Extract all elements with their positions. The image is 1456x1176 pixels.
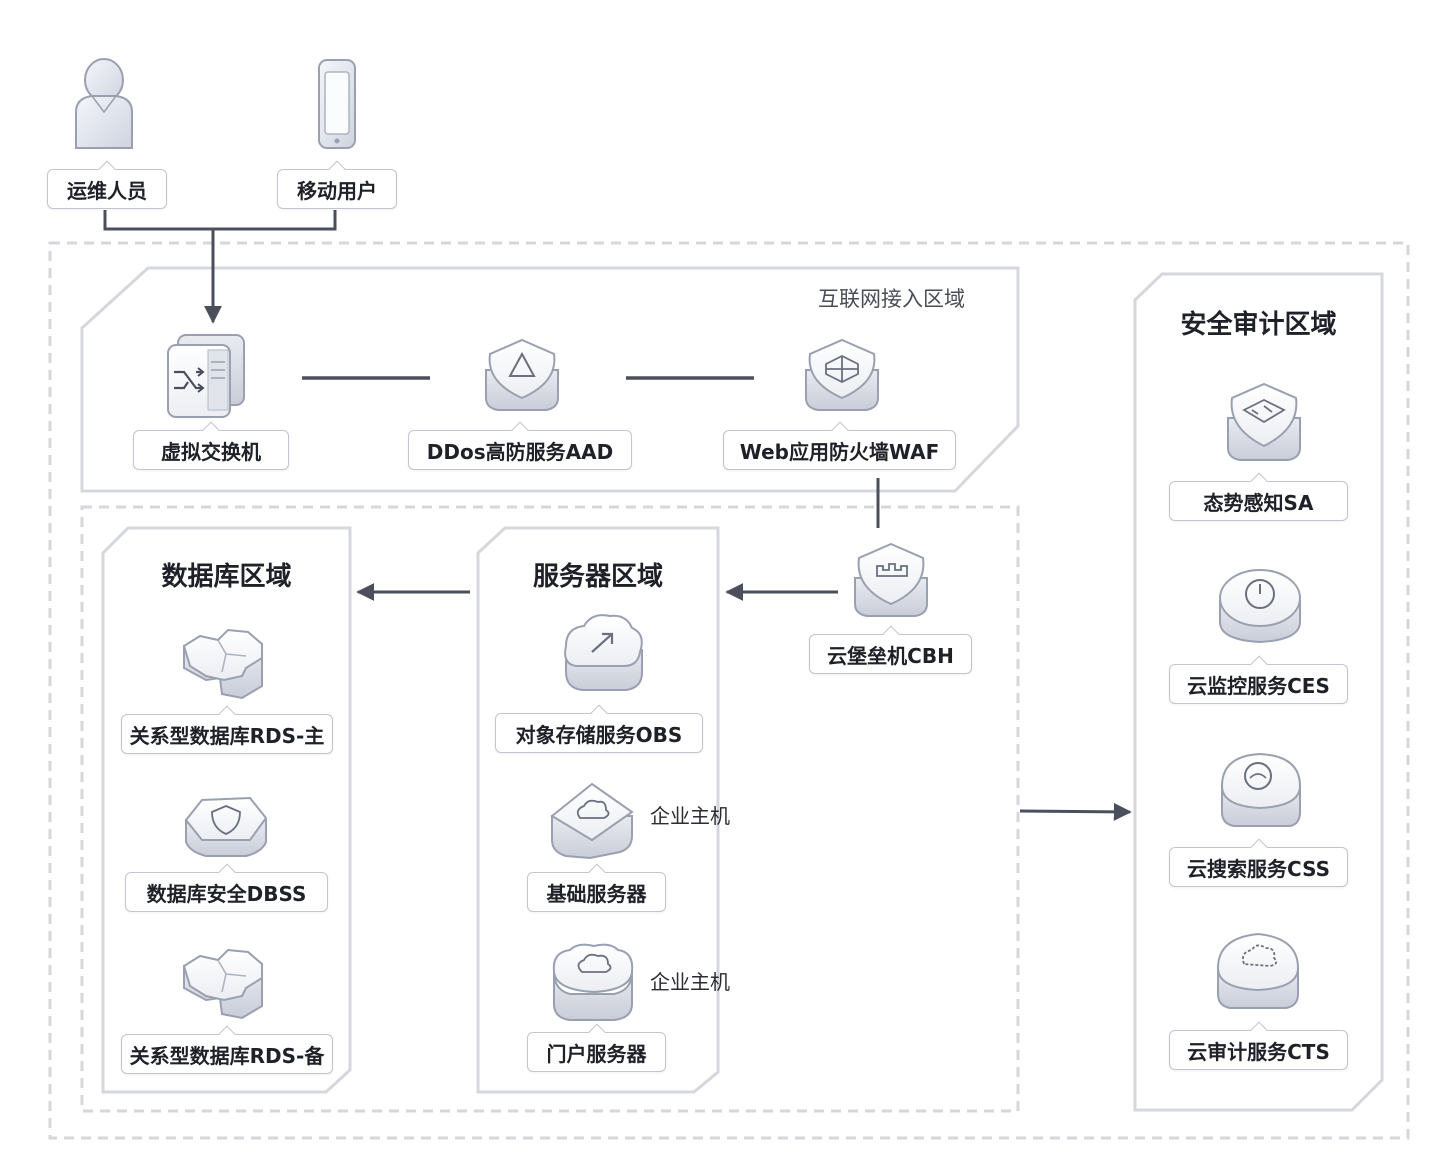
mobile-user-text: 移动用户 <box>297 178 377 203</box>
css-text: 云搜索服务CSS <box>1187 856 1330 881</box>
dbss-label: 数据库安全DBSS <box>125 872 328 912</box>
sa-label: 态势感知SA <box>1169 481 1348 521</box>
dbss-text: 数据库安全DBSS <box>146 881 307 906</box>
outer-zone <box>48 241 1410 1140</box>
rds-standby-text: 关系型数据库RDS-备 <box>129 1043 325 1068</box>
hexagon-cluster-icon <box>182 628 263 700</box>
audit-zone-title: 安全审计区域 <box>1180 310 1337 340</box>
cloud-host-icon <box>552 943 634 1021</box>
portal-server-note: 企业主机 <box>650 970 730 994</box>
mobile-user-label: 移动用户 <box>277 169 397 209</box>
obs-text: 对象存储服务OBS <box>515 722 683 747</box>
vswitch-text: 虚拟交换机 <box>161 439 261 464</box>
basic-server-label: 基础服务器 <box>527 872 666 912</box>
cbh-text: 云堡垒机CBH <box>827 643 954 668</box>
mobile-phone-icon <box>318 59 356 149</box>
audit-cloud-icon <box>1216 932 1300 1009</box>
shield-hexagon-icon <box>184 796 268 857</box>
ops-staff-label: 运维人员 <box>47 169 167 209</box>
shield-chart-icon <box>1227 382 1301 461</box>
internet-zone-title: 互联网接入区域 <box>818 287 965 311</box>
switch-icon <box>167 334 245 418</box>
rds-primary-text: 关系型数据库RDS-主 <box>129 723 325 748</box>
cts-text: 云审计服务CTS <box>1187 1039 1330 1064</box>
portal-server-text: 门户服务器 <box>546 1041 647 1066</box>
users-connector <box>103 210 337 231</box>
shield-wall-icon <box>805 338 879 411</box>
server-zone-title: 服务器区域 <box>532 562 663 592</box>
basic-server-note: 企业主机 <box>650 804 730 828</box>
search-box-icon <box>1220 752 1302 827</box>
rds-primary-label: 关系型数据库RDS-主 <box>121 714 333 754</box>
sa-text: 态势感知SA <box>1203 490 1314 515</box>
basic-server-text: 基础服务器 <box>546 881 647 906</box>
person-icon <box>75 58 133 149</box>
shield-fortress-icon <box>854 542 928 617</box>
vswitch-label: 虚拟交换机 <box>133 430 289 470</box>
waf-text: Web应用防火墙WAF <box>739 439 940 464</box>
cloud-host-icon <box>550 782 634 860</box>
gauge-disk-icon <box>1219 569 1301 644</box>
internal-zone <box>80 505 1020 1113</box>
hexagon-cluster-icon <box>182 948 263 1020</box>
cbh-label: 云堡垒机CBH <box>809 634 972 674</box>
database-zone-title: 数据库区域 <box>161 562 292 592</box>
aad-text: DDos高防服务AAD <box>426 439 614 464</box>
shield-triangle-icon <box>485 338 559 411</box>
ces-label: 云监控服务CES <box>1169 664 1348 704</box>
rds-standby-label: 关系型数据库RDS-备 <box>121 1034 333 1074</box>
internal-to-audit-arrow <box>1019 802 1132 821</box>
portal-server-label: 门户服务器 <box>527 1032 666 1072</box>
aad-label: DDos高防服务AAD <box>408 430 632 470</box>
cts-label: 云审计服务CTS <box>1169 1030 1348 1070</box>
ops-staff-text: 运维人员 <box>67 178 147 203</box>
obs-label: 对象存储服务OBS <box>495 713 703 753</box>
ces-text: 云监控服务CES <box>1187 673 1330 698</box>
cloud-upload-icon <box>564 614 643 691</box>
waf-label: Web应用防火墙WAF <box>723 430 956 470</box>
css-label: 云搜索服务CSS <box>1169 847 1348 887</box>
